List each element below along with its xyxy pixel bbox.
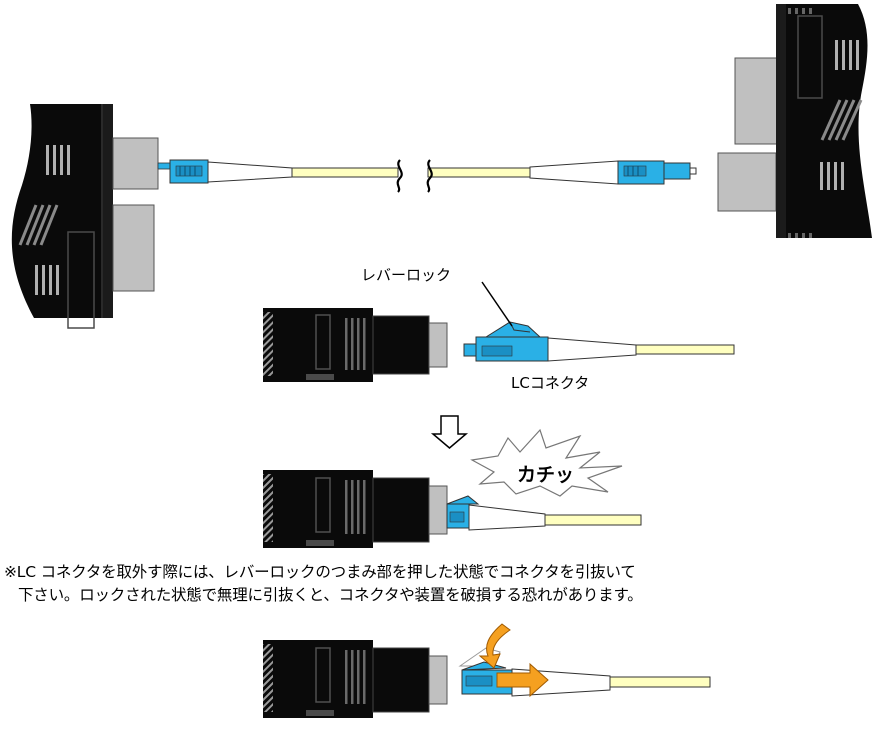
module-inserted <box>263 470 642 548</box>
orange-curved-arrow-icon <box>478 623 511 669</box>
click-burst-icon <box>470 428 623 497</box>
click-sound-label: カチッ <box>517 464 575 486</box>
lever-lock-pointer <box>481 281 513 327</box>
fiber-cable <box>291 159 531 193</box>
right-device <box>717 4 872 238</box>
left-device <box>11 104 159 329</box>
removal-note-line-2: 下さい。ロックされた状態で無理に引抜くと、コネクタや装置を破損する恐れがあります… <box>18 586 643 604</box>
left-lc-connector <box>157 159 293 184</box>
right-lc-connector <box>529 160 697 185</box>
removal-note-line-1: ※LC コネクタを取外す際には、レバーロックのつまみ部を押した状態でコネクタを引… <box>4 563 636 581</box>
module-before <box>263 308 448 382</box>
module-removal <box>263 640 711 718</box>
orange-right-arrow-icon <box>496 662 549 698</box>
down-arrow-icon <box>430 415 469 449</box>
lever-lock-label: レバーロック <box>361 266 452 284</box>
lc-connector-label: LCコネクタ <box>511 374 590 392</box>
lc-connector-loose <box>463 321 735 362</box>
